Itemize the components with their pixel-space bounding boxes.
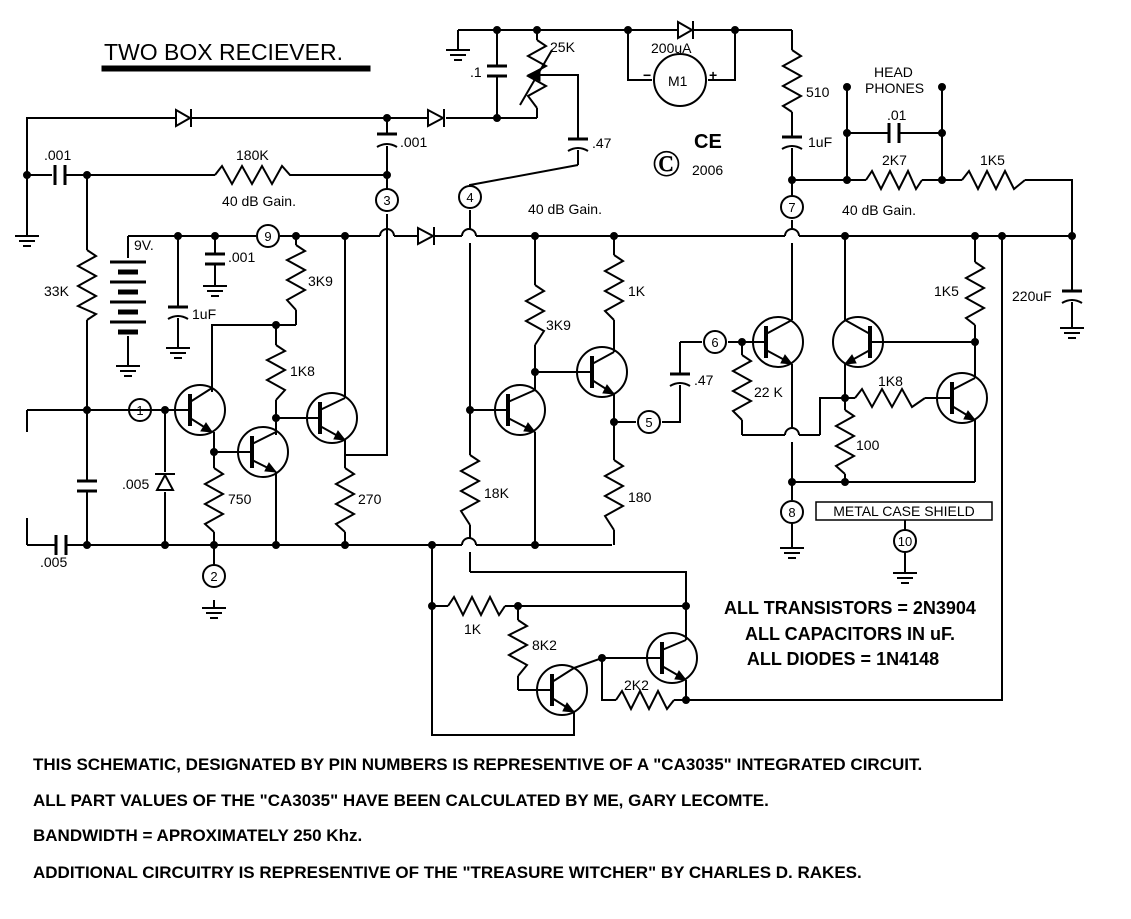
label-r-270: 270 <box>358 491 382 507</box>
left-amplifier <box>26 175 612 565</box>
label-headphones-1: HEAD <box>874 64 913 80</box>
pin-6: 6 <box>711 335 718 350</box>
label-r-180: 180 <box>628 489 652 505</box>
label-meter-minus: − <box>643 67 651 83</box>
gain-labels: 40 dB Gain. 40 dB Gain. 40 dB Gain. <box>222 193 916 218</box>
note-transistors: ALL TRANSISTORS = 2N3904 <box>724 598 976 618</box>
label-c-47-mid: .47 <box>694 372 714 388</box>
label-meter-current: 200uA <box>651 40 692 56</box>
transistor-q1 <box>155 384 226 436</box>
pin-8: 8 <box>788 505 795 520</box>
label-r-100: 100 <box>856 437 880 453</box>
transistor-q9 <box>536 664 588 716</box>
label-r-1k5-right: 1K5 <box>934 283 959 299</box>
label-r-1k8-right: 1K8 <box>878 373 903 389</box>
top-wiring <box>26 29 1073 320</box>
label-r-3k9-left: 3K9 <box>308 273 333 289</box>
note-diodes: ALL DIODES = 1N4148 <box>747 649 939 669</box>
label-r-180k: 180K <box>236 147 269 163</box>
label-c-01: .01 <box>887 107 907 123</box>
transistor-q10 <box>640 632 698 684</box>
diagram-title: TWO BOX RECIEVER. <box>104 39 343 65</box>
transistor-q2 <box>237 426 289 478</box>
gain-label-2: 40 dB Gain. <box>528 201 602 217</box>
label-r-750: 750 <box>228 491 252 507</box>
label-meter-name: M1 <box>668 73 688 89</box>
label-pot-25k: 25K <box>550 39 576 55</box>
potentiometer-25k <box>519 39 553 109</box>
footer-line-1: THIS SCHEMATIC, DESIGNATED BY PIN NUMBER… <box>33 755 922 774</box>
transistor-q3 <box>306 392 358 444</box>
label-r-33k: 33K <box>44 283 70 299</box>
label-c-1: .1 <box>470 64 482 80</box>
battery-9v <box>110 260 146 335</box>
label-c-001-supply: .001 <box>228 249 255 265</box>
note-capacitors: ALL CAPACITORS IN uF. <box>745 624 955 644</box>
label-c-220uf: 220uF <box>1012 288 1052 304</box>
label-headphones-2: PHONES <box>865 80 924 96</box>
label-c-001-left: .001 <box>44 147 71 163</box>
label-meter-plus: + <box>709 67 717 83</box>
copyright-symbol: © <box>652 143 680 185</box>
label-c-1uf-right: 1uF <box>808 134 832 150</box>
label-r-22k: 22 K <box>754 384 783 400</box>
pin-2: 2 <box>210 569 217 584</box>
label-r-510: 510 <box>806 84 830 100</box>
capacitors <box>53 64 1083 555</box>
pin-9: 9 <box>264 229 271 244</box>
pin-1: 1 <box>136 403 143 418</box>
gain-label-3: 40 dB Gain. <box>842 202 916 218</box>
label-r-8k2: 8K2 <box>532 637 557 653</box>
label-c-1uf-supply: 1uF <box>192 306 216 322</box>
footer-text: THIS SCHEMATIC, DESIGNATED BY PIN NUMBER… <box>33 755 922 882</box>
label-r-1k-bottom: 1K <box>464 621 482 637</box>
transistor-q6 <box>752 316 804 368</box>
copyright-mark: © CE 2006 <box>652 131 723 185</box>
label-r-2k2: 2K2 <box>624 677 649 693</box>
pin-4: 4 <box>466 190 473 205</box>
title-underline <box>101 65 371 72</box>
resistors <box>75 49 1026 712</box>
transistor-q5 <box>576 346 628 398</box>
notes: ALL TRANSISTORS = 2N3904 ALL CAPACITORS … <box>724 598 976 669</box>
search-coil <box>19 432 35 518</box>
gain-label-1: 40 dB Gain. <box>222 193 296 209</box>
supply-rail <box>127 228 1072 258</box>
footer-line-2: ALL PART VALUES OF THE "CA3035" HAVE BEE… <box>33 791 769 810</box>
label-r-1k8-left: 1K8 <box>290 363 315 379</box>
pin-markers: 1 2 3 4 5 6 7 8 9 10 <box>128 185 917 588</box>
label-r-18k: 18K <box>484 485 510 501</box>
label-c-005-a: .005 <box>122 476 149 492</box>
label-c-005-b: .005 <box>40 554 67 570</box>
label-r-1k-mid: 1K <box>628 283 646 299</box>
component-labels: .001 180K .001 .1 25K 200uA M1 − + .47 5… <box>40 39 1052 693</box>
meter-m1 <box>653 53 707 107</box>
label-c-47-top: .47 <box>592 135 612 151</box>
bottom-circuit <box>431 545 687 736</box>
footer-line-4: ADDITIONAL CIRCUITRY IS REPRESENTIVE OF … <box>33 863 862 882</box>
copyright-year: 2006 <box>692 162 723 178</box>
label-r-3k9-mid: 3K9 <box>546 317 571 333</box>
transistor-q4 <box>494 384 546 436</box>
pin-7: 7 <box>788 200 795 215</box>
label-r-1k5-top: 1K5 <box>980 152 1005 168</box>
pin-3: 3 <box>383 193 390 208</box>
footer-line-3: BANDWIDTH = APROXIMATELY 250 Khz. <box>33 826 362 845</box>
label-r-2k7: 2K7 <box>882 152 907 168</box>
label-c-001-mid: .001 <box>400 134 427 150</box>
pin-10: 10 <box>898 534 912 549</box>
label-battery: 9V. <box>134 237 154 253</box>
junction-dots <box>23 26 1076 704</box>
diodes <box>155 20 695 491</box>
transistor-q7 <box>832 316 884 368</box>
copyright-logo: CE <box>694 131 722 153</box>
label-shield: METAL CASE SHIELD <box>833 503 975 519</box>
pin-5: 5 <box>645 415 652 430</box>
right-amplifier <box>686 180 1073 701</box>
middle-amplifier <box>469 210 758 640</box>
transistor-q8 <box>936 372 988 424</box>
